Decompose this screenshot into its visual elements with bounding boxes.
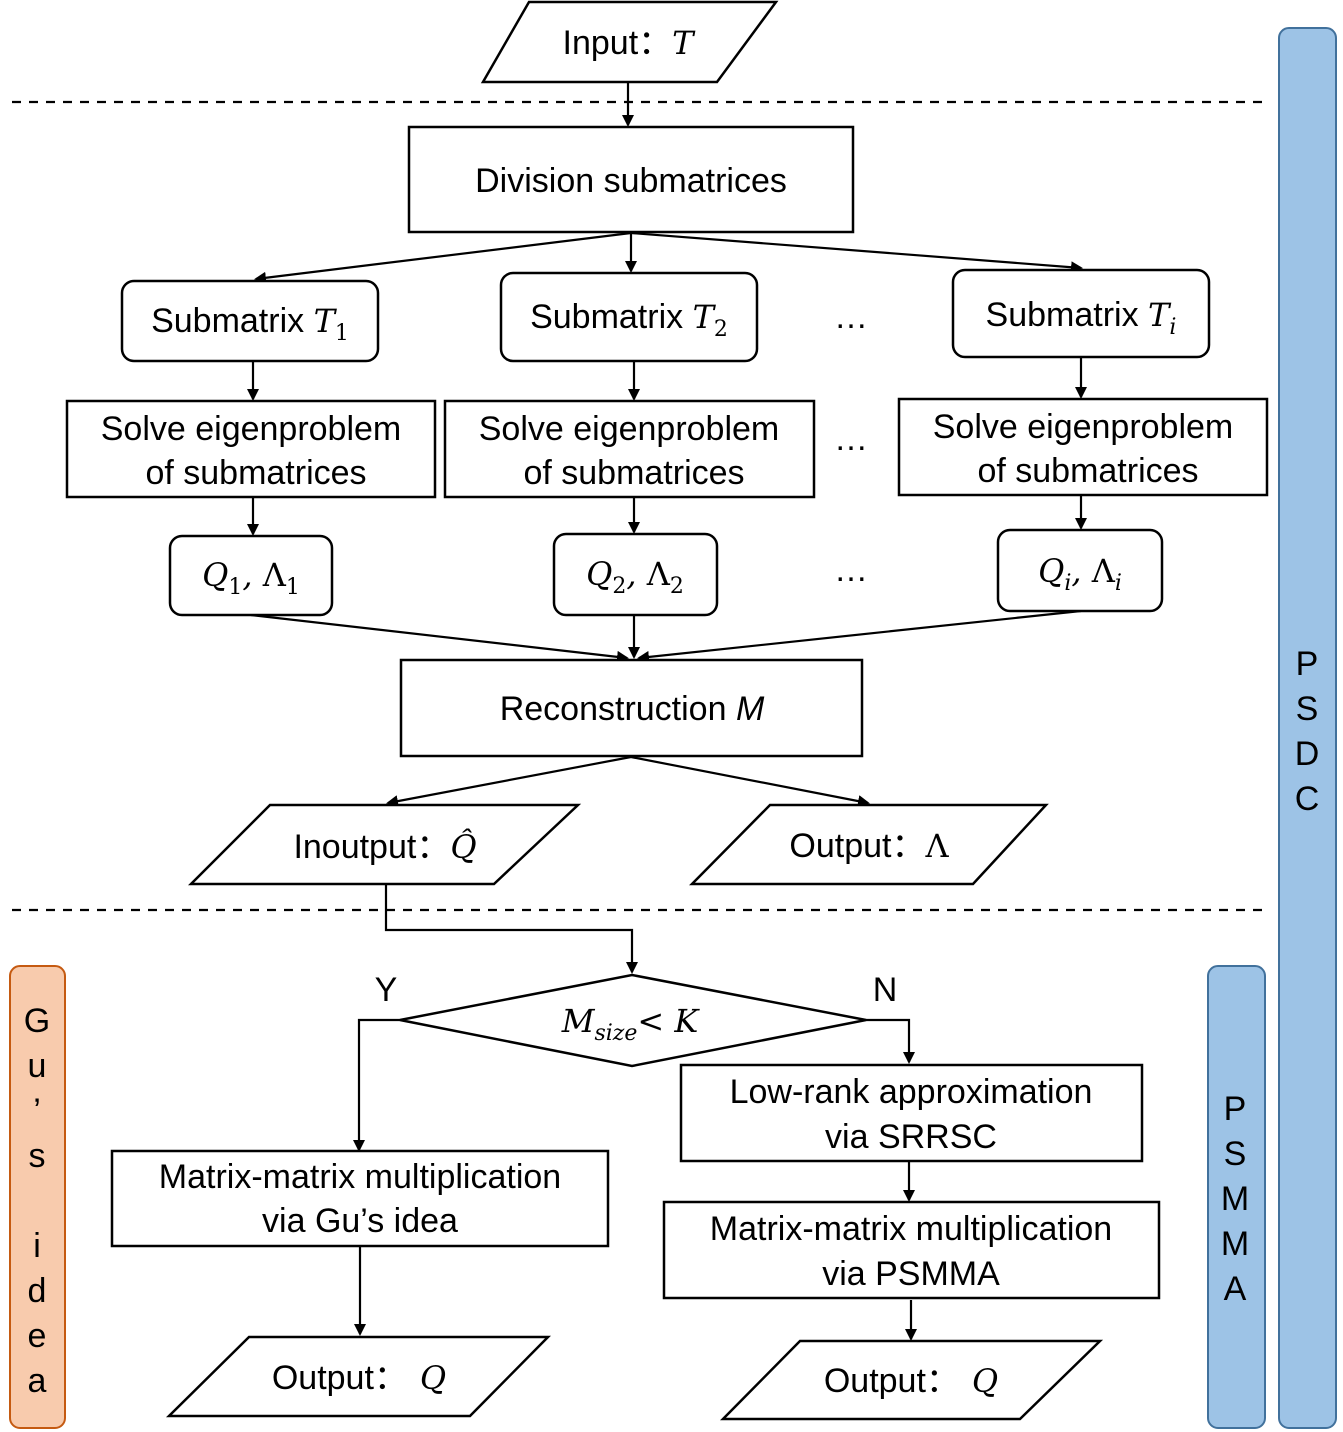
output-q-left-node: Output：Q xyxy=(165,1335,551,1418)
ellipsis-row-1: … xyxy=(834,298,868,336)
svg-text:Matrix-matrix multiplication: Matrix-matrix multiplication xyxy=(159,1158,561,1196)
svg-text:Solve eigenproblem: Solve eigenproblem xyxy=(933,408,1234,446)
solve-node-i: Solve eigenproblem of submatrices xyxy=(897,397,1269,497)
division-node: Division submatrices xyxy=(407,125,855,234)
input-var: T xyxy=(672,24,696,62)
svg-text:Solve eigenproblem: Solve eigenproblem xyxy=(101,410,402,448)
svg-text:Output：Λ: Output：Λ xyxy=(789,827,949,865)
svg-text:Input：T: Input：T xyxy=(563,24,697,62)
svg-text:Low-rank approximation: Low-rank approximation xyxy=(730,1073,1093,1111)
result-node-2: Q2, Λ2 xyxy=(552,532,719,617)
solve-node-1: Solve eigenproblem of submatrices xyxy=(65,399,437,499)
svg-text:Submatrix Ti: Submatrix Ti xyxy=(986,296,1177,340)
svg-text:of submatrices: of submatrices xyxy=(977,452,1198,490)
input-node: Input：T xyxy=(480,0,779,84)
svg-text:via PSMMA: via PSMMA xyxy=(822,1255,1000,1293)
svg-text:Msize< K: Msize< K xyxy=(561,1002,701,1046)
svg-text:Output：Q: Output：Q xyxy=(824,1362,998,1400)
submatrix-node-1: Submatrix T1 xyxy=(120,279,380,363)
psmma-multiplication-node: Matrix-matrix multiplication via PSMMA xyxy=(662,1200,1161,1300)
submatrix-node-2: Submatrix T2 xyxy=(499,271,759,363)
svg-text:Qi, Λi: Qi, Λi xyxy=(1038,552,1122,596)
ellipsis-row-3: … xyxy=(834,551,868,589)
lowrank-node: Low-rank approximation via SRRSC xyxy=(679,1063,1144,1163)
svg-text:Q2, Λ2: Q2, Λ2 xyxy=(586,555,684,599)
solve-node-2: Solve eigenproblem of submatrices xyxy=(443,399,816,499)
edges xyxy=(247,82,1087,1341)
gu-multiplication-node: Matrix-matrix multiplication via Gu’s id… xyxy=(110,1149,610,1248)
svg-text:via SRRSC: via SRRSC xyxy=(825,1118,997,1156)
decision-no-label: N xyxy=(873,971,898,1009)
input-label: Input： xyxy=(563,24,673,62)
decision-yes-label: Y xyxy=(375,971,398,1009)
svg-text:via Gu’s idea: via Gu’s idea xyxy=(262,1202,458,1240)
svg-text:Q1, Λ1: Q1, Λ1 xyxy=(202,556,300,600)
division-label: Division submatrices xyxy=(475,162,787,200)
inoutput-node: Inoutput：Q̂ xyxy=(187,803,582,886)
submatrix-node-i: Submatrix Ti xyxy=(951,268,1211,359)
result-node-i: Qi, Λi xyxy=(996,528,1164,613)
result-node-1: Q1, Λ1 xyxy=(168,534,334,617)
svg-text:Submatrix T1: Submatrix T1 xyxy=(151,302,349,346)
reconstruction-node: Reconstruction M xyxy=(399,658,864,758)
svg-text:Submatrix T2: Submatrix T2 xyxy=(530,298,728,342)
svg-text:Matrix-matrix multiplication: Matrix-matrix multiplication xyxy=(710,1210,1112,1248)
ellipsis-row-2: … xyxy=(834,420,868,458)
svg-text:of submatrices: of submatrices xyxy=(145,454,366,492)
svg-text:of submatrices: of submatrices xyxy=(523,454,744,492)
output-lambda-node: Output：Λ xyxy=(689,803,1049,886)
svg-text:Solve eigenproblem: Solve eigenproblem xyxy=(479,410,780,448)
svg-text:Output：Q: Output：Q xyxy=(272,1359,446,1397)
decision-node: Msize< K Y N xyxy=(375,971,898,1068)
svg-text:Inoutput：Q̂: Inoutput：Q̂ xyxy=(293,828,476,866)
output-q-right-node: Output：Q xyxy=(720,1339,1104,1421)
svg-text:Reconstruction M: Reconstruction M xyxy=(500,690,765,728)
